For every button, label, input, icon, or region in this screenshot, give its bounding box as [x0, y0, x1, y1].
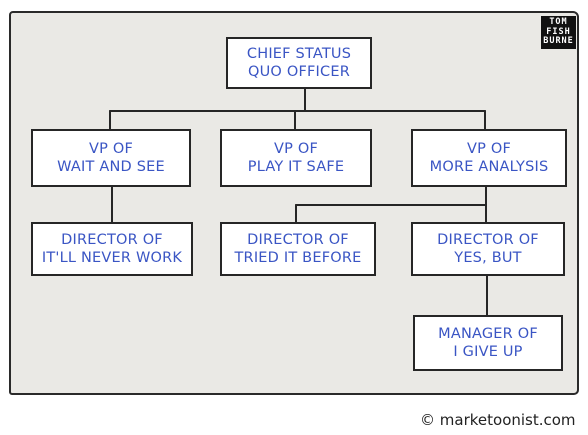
- manager-line-2: I GIVE UP: [453, 344, 523, 360]
- logo-line-2: FISH: [546, 26, 571, 37]
- director-yes-but-box: DIRECTOR OF YES, BUT: [411, 222, 565, 276]
- director1-line-2: IT'LL NEVER WORK: [41, 250, 183, 266]
- vp3-line-1: VP OF: [466, 141, 512, 157]
- vp-more-analysis-box: VP OF MORE ANALYSIS: [411, 129, 567, 187]
- chief-line-1: CHIEF STATUS: [246, 46, 352, 62]
- credit-text: marketoonist.com: [439, 411, 576, 429]
- vp2-line-1: VP OF: [273, 141, 319, 157]
- vp2-line-2: PLAY IT SAFE: [247, 159, 345, 175]
- logo-line-1: TOM: [549, 17, 568, 28]
- director1-line-1: DIRECTOR OF: [61, 232, 163, 248]
- chief-status-quo-officer-box: CHIEF STATUS QUO OFFICER: [226, 37, 372, 89]
- manager-i-give-up-box: MANAGER OF I GIVE UP: [413, 315, 563, 371]
- vp-play-it-safe-box: VP OF PLAY IT SAFE: [220, 129, 372, 187]
- logo-line-3: BURNE: [543, 36, 574, 47]
- copyright-icon: ©: [420, 411, 435, 429]
- vp1-line-2: WAIT AND SEE: [57, 159, 165, 175]
- vp3-line-2: MORE ANALYSIS: [429, 159, 549, 175]
- vp1-line-1: VP OF: [88, 141, 134, 157]
- director2-line-2: TRIED IT BEFORE: [234, 250, 362, 266]
- manager-line-1: MANAGER OF: [438, 326, 538, 342]
- director3-line-2: YES, BUT: [454, 250, 522, 266]
- chief-line-2: QUO OFFICER: [248, 64, 350, 80]
- director2-line-1: DIRECTOR OF: [247, 232, 349, 248]
- director-tried-it-before-box: DIRECTOR OF TRIED IT BEFORE: [220, 222, 376, 276]
- director3-line-1: DIRECTOR OF: [437, 232, 539, 248]
- vp-wait-and-see-box: VP OF WAIT AND SEE: [31, 129, 191, 187]
- director-itll-never-work-box: DIRECTOR OF IT'LL NEVER WORK: [31, 222, 193, 276]
- tom-fishburne-logo: TOM FISH BURNE: [541, 16, 576, 49]
- marketoonist-credit: © marketoonist.com: [420, 411, 588, 429]
